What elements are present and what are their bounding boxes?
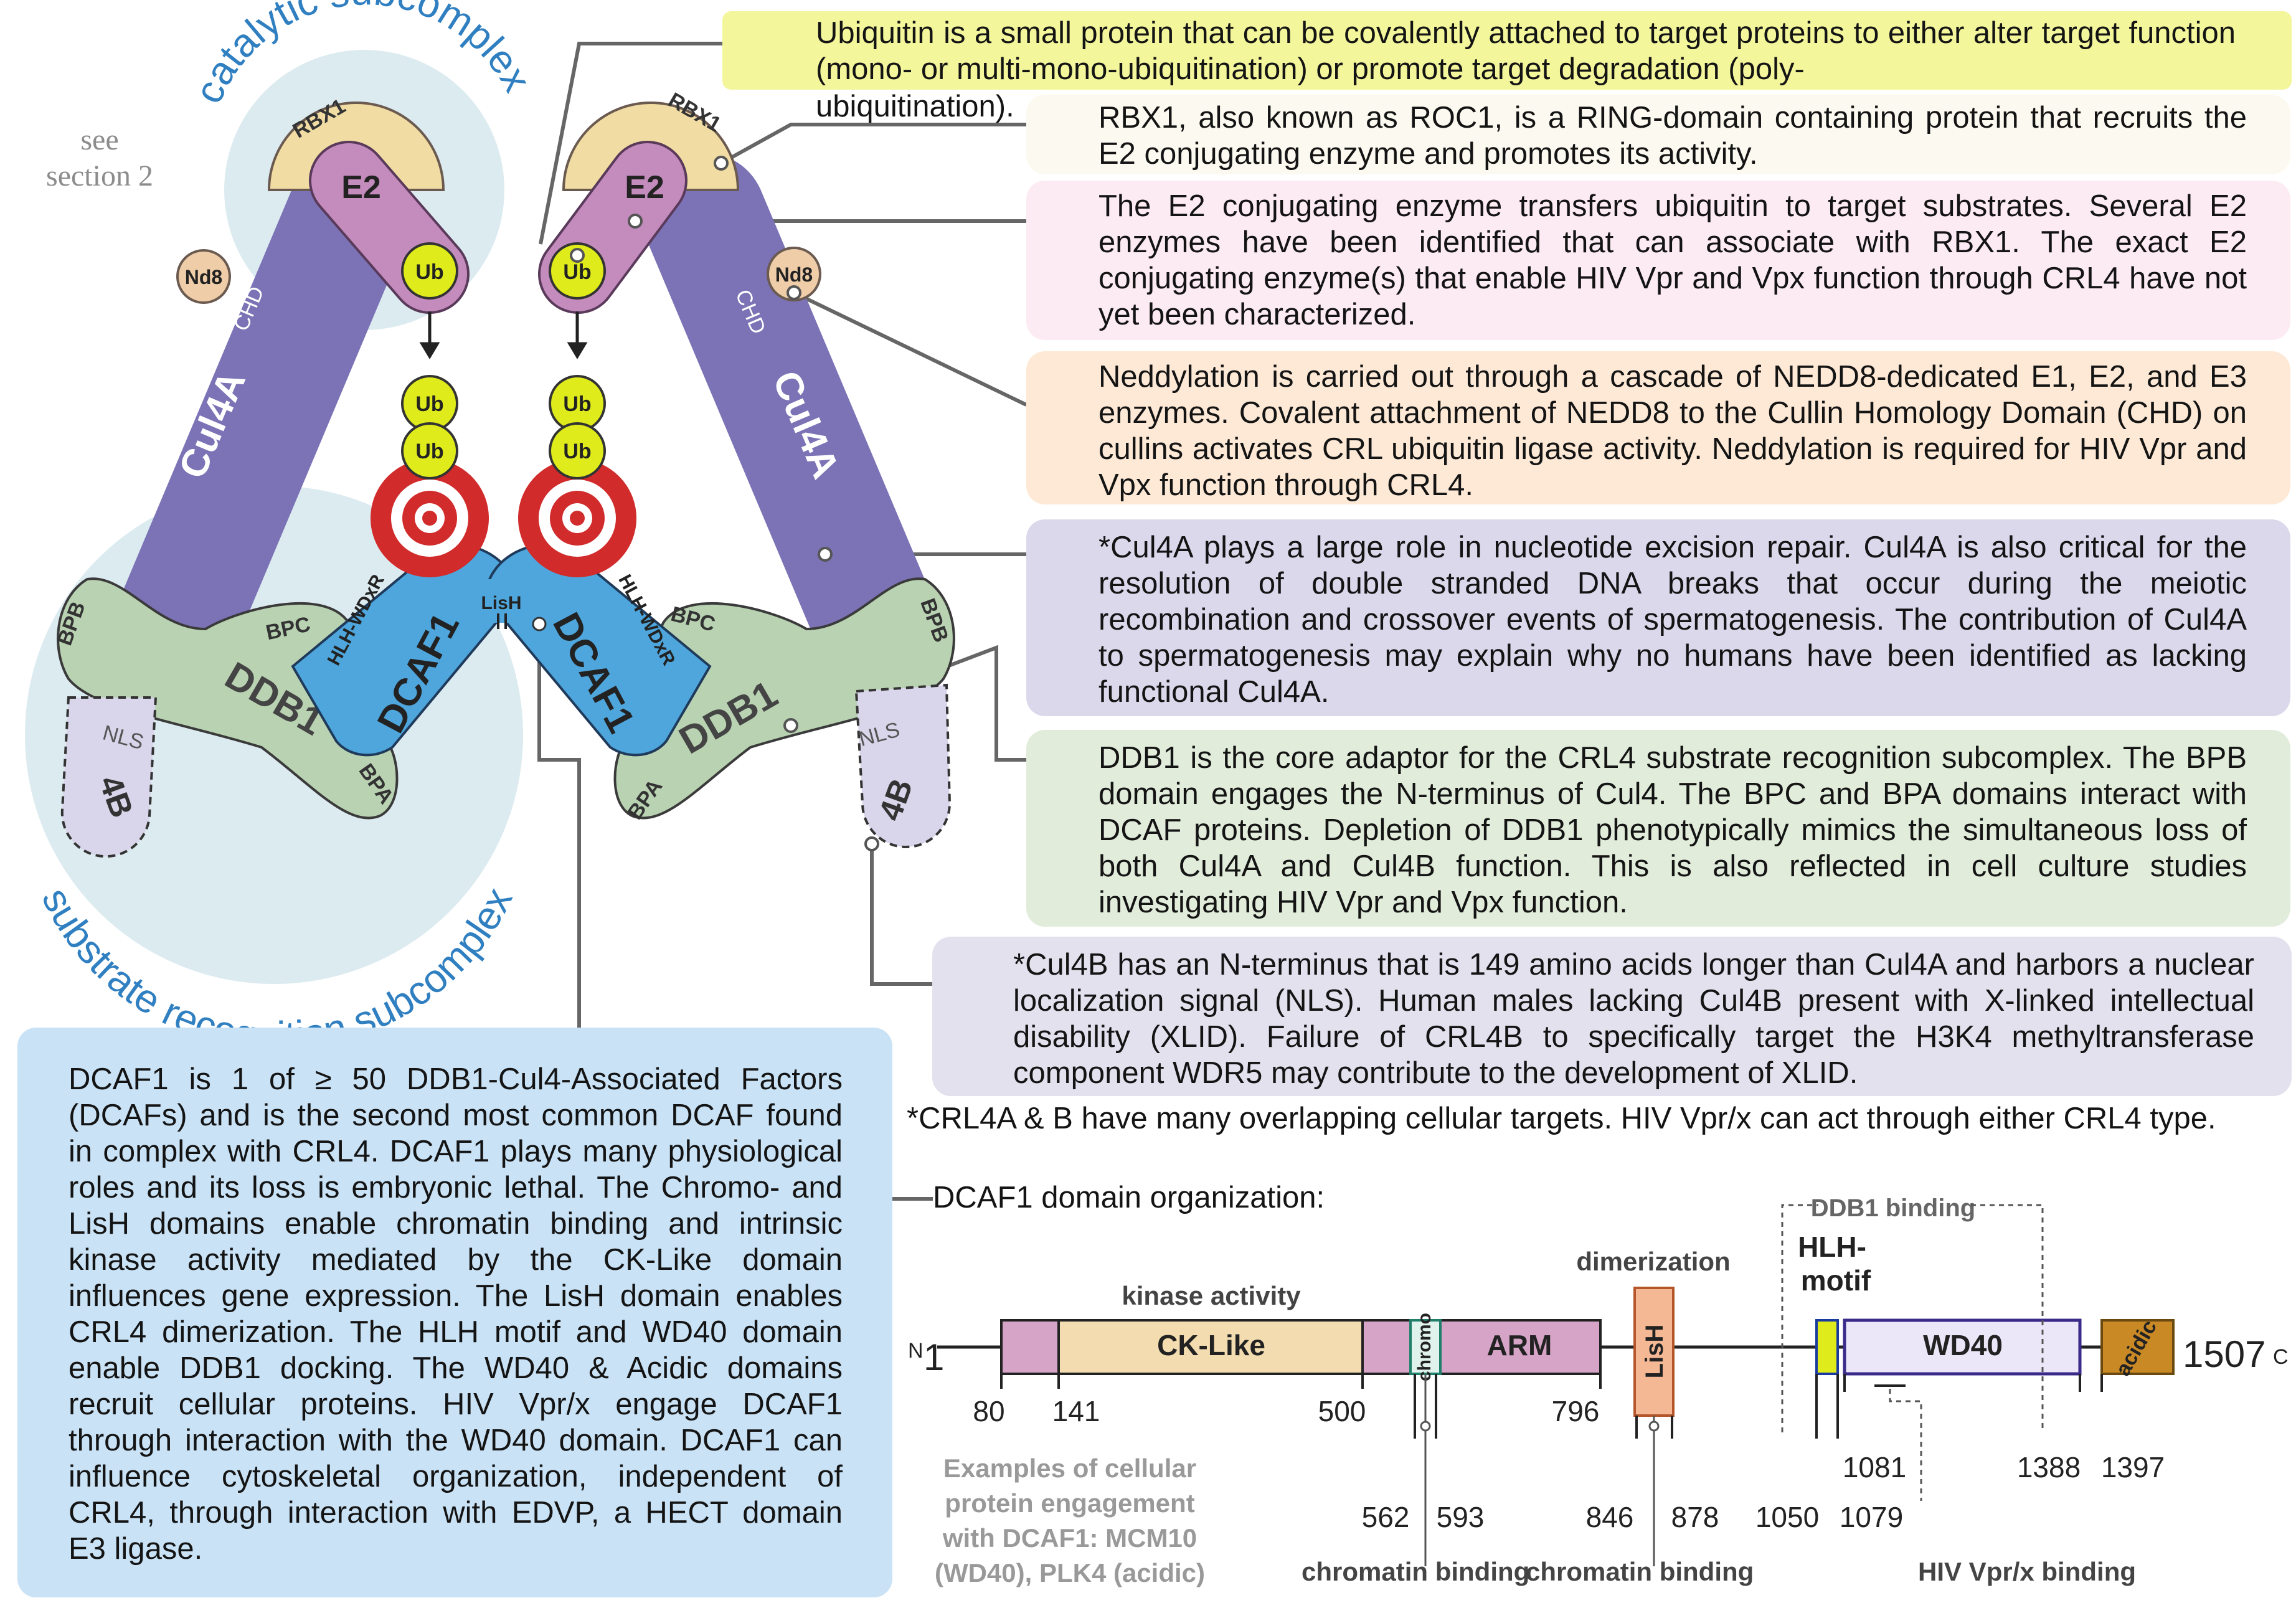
neddylation-info-box: Neddylation is carried out through a cas… xyxy=(1026,351,2290,504)
svg-text:LisH: LisH xyxy=(1641,1325,1668,1379)
target-ring-right xyxy=(518,459,636,577)
cul4a-info-box: *Cul4A plays a large role in nucleotide … xyxy=(1026,519,2290,716)
ddb1-text: DDB1 is the core adaptor for the CRL4 su… xyxy=(1098,741,2247,919)
svg-text:846: 846 xyxy=(1586,1501,1634,1533)
hiv-binding-label: HIV Vpr/x binding xyxy=(1918,1557,2136,1586)
lish-domain xyxy=(1633,1287,1675,1417)
ubiquitin-text: Ubiquitin is a small protein that can be… xyxy=(816,16,2236,86)
svg-text:80: 80 xyxy=(973,1395,1004,1427)
dcaf1-right: DCAF1 HLH-WDxR xyxy=(484,543,712,757)
rbx1-text: RBX1, also known as ROC1, is a RING-doma… xyxy=(1098,101,2247,171)
cellular-examples: Examples of cellular protein engagement … xyxy=(935,1454,1205,1587)
svg-text:Nd8: Nd8 xyxy=(775,263,813,286)
target-ring-left xyxy=(371,459,489,577)
svg-text:878: 878 xyxy=(1671,1501,1719,1533)
svg-text:Ub: Ub xyxy=(563,260,591,284)
n-terminus-label: N xyxy=(908,1339,924,1363)
cul4a-right: Cul4A CHD xyxy=(641,153,940,691)
section-label: section 2 xyxy=(46,159,153,192)
cul4a-left: Cul4A CHD xyxy=(112,153,411,691)
dcaf1-info-box: DCAF1 is 1 of ≥ 50 DDB1-Cul4-Associated … xyxy=(17,1028,892,1597)
chromatin-binding-label-1: chromatin binding xyxy=(1302,1557,1529,1586)
svg-text:Ub: Ub xyxy=(563,440,591,463)
svg-text:Ub: Ub xyxy=(563,392,591,416)
ub-on-e2-right: Ub xyxy=(549,242,606,300)
wd40-domain xyxy=(1843,1318,2082,1376)
cul4b-left: NLS 4B xyxy=(60,696,158,858)
e2-text: The E2 conjugating enzyme transfers ubiq… xyxy=(1098,189,2247,331)
connector-dots xyxy=(570,156,879,851)
start-label: 1 xyxy=(924,1336,944,1378)
svg-text:500: 500 xyxy=(1318,1395,1366,1427)
chromatin-binding-label-2: chromatin binding xyxy=(1526,1557,1754,1586)
svg-text:E2: E2 xyxy=(625,169,664,206)
ub-chain-left: Ub Ub xyxy=(401,375,458,480)
ubiquitin-text-end: ubiquitination). xyxy=(816,90,1014,123)
svg-text:593: 593 xyxy=(1437,1501,1485,1533)
end-label: 1507 xyxy=(2183,1333,2265,1375)
ddb1-right: BPB BPC BPA DDB1 xyxy=(613,577,955,824)
svg-text:LisH: LisH xyxy=(481,593,521,613)
svg-text:562: 562 xyxy=(1362,1501,1410,1533)
e2-info-box: The E2 conjugating enzyme transfers ubiq… xyxy=(1026,181,2290,340)
dcaf1-domain-map: N 1 1507 C CK-Like ARM chromo LisH WD40 … xyxy=(908,1194,2289,1587)
svg-text:1081: 1081 xyxy=(1843,1451,1906,1483)
hlh-label: HLH- xyxy=(1798,1231,1866,1263)
ddb1-info-box: DDB1 is the core adaptor for the CRL4 su… xyxy=(1026,730,2290,927)
motif-label: motif xyxy=(1801,1264,1871,1297)
ub-on-e2-left: Ub xyxy=(401,242,458,300)
svg-text:chromo: chromo xyxy=(1414,1313,1435,1381)
svg-text:WD40: WD40 xyxy=(1923,1329,2003,1361)
acidic-domain xyxy=(2100,1319,2175,1375)
svg-text:1397: 1397 xyxy=(2101,1451,2165,1483)
svg-text:Ub: Ub xyxy=(415,440,443,463)
ub-chain-right: Ub Ub xyxy=(549,375,606,480)
svg-text:1079: 1079 xyxy=(1840,1501,1903,1533)
svg-text:Ub: Ub xyxy=(415,392,443,416)
see-label: see xyxy=(80,123,118,156)
crl4-footnote: *CRL4A & B have many overlapping cellula… xyxy=(907,1102,2216,1135)
ck-like-domain xyxy=(1057,1319,1365,1375)
chromo-domain xyxy=(1409,1319,1442,1375)
svg-text:1050: 1050 xyxy=(1755,1501,1819,1533)
svg-text:141: 141 xyxy=(1052,1395,1100,1427)
svg-text:1388: 1388 xyxy=(2017,1451,2081,1483)
rbx1-info-box: RBX1, also known as ROC1, is a RING-doma… xyxy=(1026,95,2290,174)
svg-text:Ub: Ub xyxy=(415,260,443,284)
kinase-activity-label: kinase activity xyxy=(1122,1281,1301,1310)
svg-text:with DCAF1: MCM10: with DCAF1: MCM10 xyxy=(942,1523,1197,1553)
svg-text:796: 796 xyxy=(1552,1395,1600,1427)
dimerization-label: dimerization xyxy=(1576,1247,1730,1276)
ubiquitin-info-box: Ubiquitin is a small protein that can be… xyxy=(722,11,2292,123)
cul4b-text: *Cul4B has an N-terminus that is 149 ami… xyxy=(1013,948,2254,1090)
svg-text:ARM: ARM xyxy=(1487,1329,1552,1361)
svg-text:Nd8: Nd8 xyxy=(185,266,222,288)
neddylation-text: Neddylation is carried out through a cas… xyxy=(1098,360,2247,502)
transfer-arrows xyxy=(419,311,588,359)
cul4b-info-box: *Cul4B has an N-terminus that is 149 ami… xyxy=(932,937,2292,1096)
cul4a-text: *Cul4A plays a large role in nucleotide … xyxy=(1098,531,2247,709)
dcaf1-text: DCAF1 is 1 of ≥ 50 DDB1-Cul4-Associated … xyxy=(69,1062,843,1566)
svg-text:Examples of cellular: Examples of cellular xyxy=(943,1454,1196,1483)
hlh-motif-domain xyxy=(1815,1319,1839,1375)
domain-organization-title: DCAF1 domain organization: xyxy=(933,1181,1325,1214)
nd8-left: Nd8 xyxy=(176,249,231,304)
svg-text:protein engagement: protein engagement xyxy=(945,1488,1194,1518)
c-terminus-label: C xyxy=(2273,1345,2289,1369)
nd8-right: Nd8 xyxy=(767,247,821,301)
lish-bridge: LisH xyxy=(473,579,547,631)
svg-text:(WD40), PLK4 (acidic): (WD40), PLK4 (acidic) xyxy=(935,1558,1205,1587)
svg-text:CK-Like: CK-Like xyxy=(1157,1329,1265,1361)
ddb1-binding-label: DDB1 binding xyxy=(1811,1194,1975,1222)
cul4b-right: NLS 4B xyxy=(854,683,952,848)
arm-domain xyxy=(1361,1319,1602,1375)
svg-text:E2: E2 xyxy=(341,169,381,206)
